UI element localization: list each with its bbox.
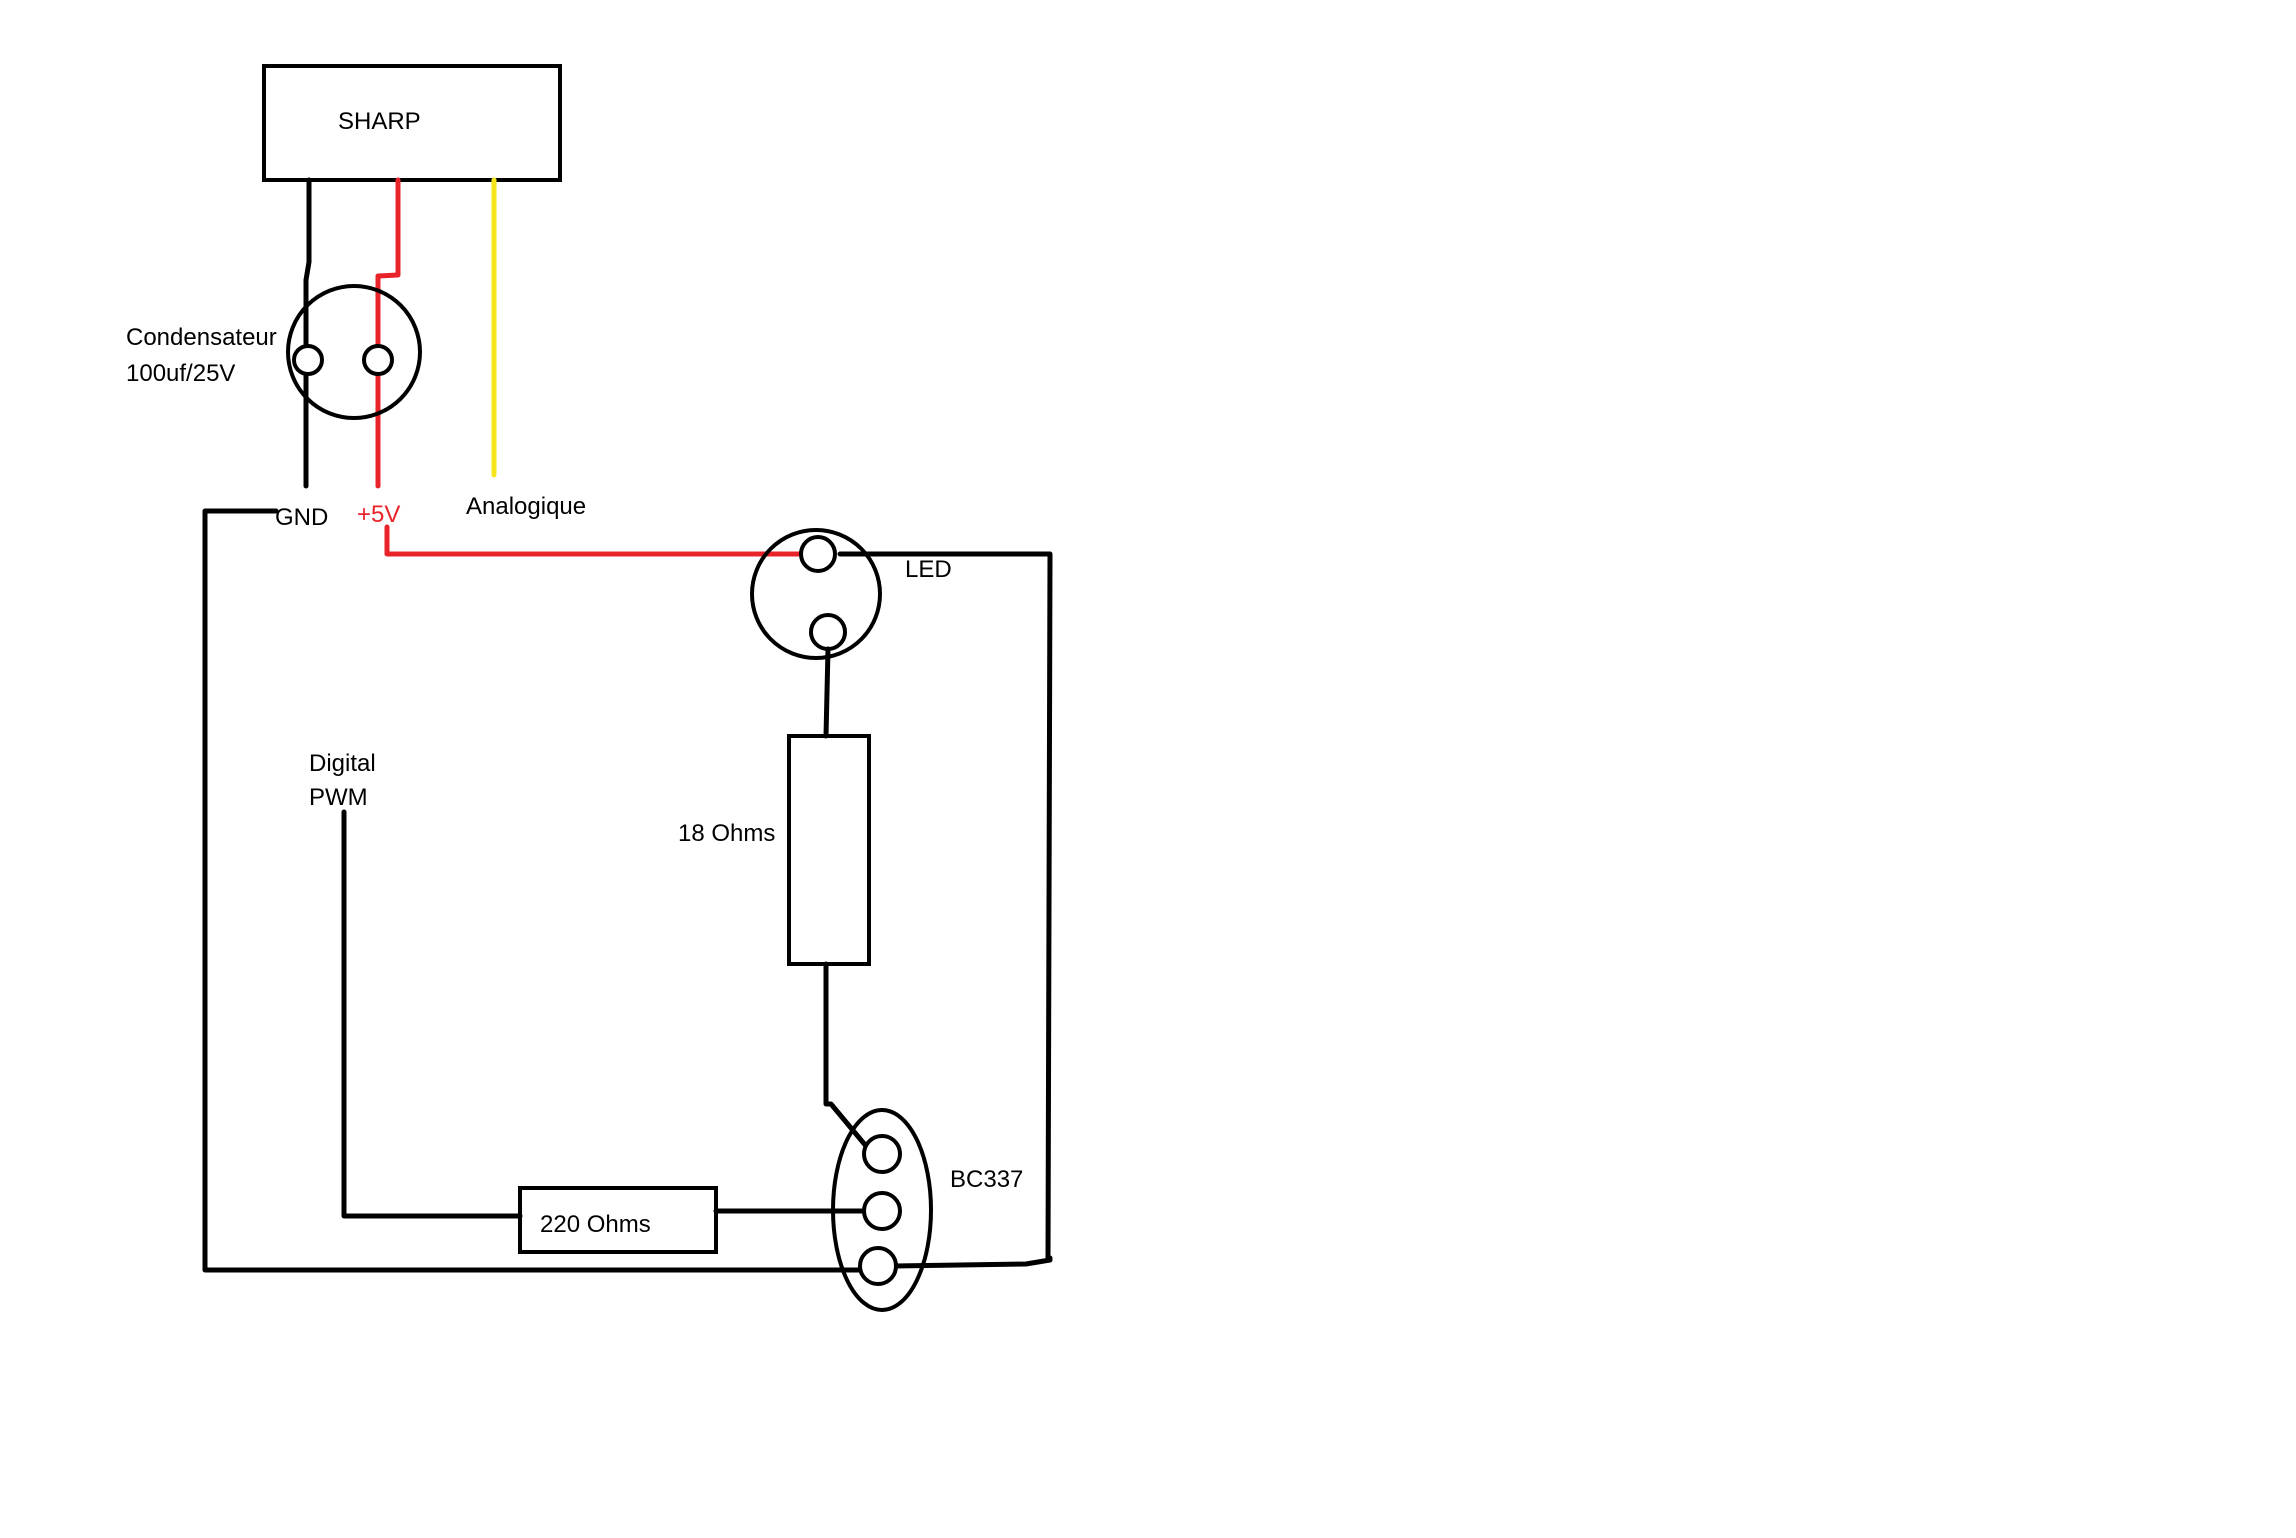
- sharp-label: SHARP: [338, 108, 421, 135]
- transistor-pin-collector: [862, 1134, 902, 1174]
- plus5v-wire-led: [384, 524, 821, 557]
- gnd-wire: [303, 177, 312, 489]
- resistor-18-ohms: [787, 734, 871, 966]
- transistor-label: BC337: [950, 1166, 1023, 1193]
- resistor-18-ohms-label: 18 Ohms: [678, 820, 775, 847]
- pwm-wire: [341, 809, 523, 1219]
- pwm-label: PWM: [309, 784, 368, 811]
- resistor-to-collector-wire: [823, 961, 869, 1149]
- led-pin-anode: [799, 535, 837, 573]
- transistor-pin-base: [862, 1191, 902, 1231]
- transistor-pin-emitter: [858, 1246, 898, 1286]
- ground-return-wire: [202, 508, 873, 1273]
- transistor-body: [831, 1108, 933, 1312]
- resistor-220-ohms-label: 220 Ohms: [540, 1211, 651, 1238]
- led-label: LED: [905, 556, 952, 583]
- plus5v-wire-sensor: [375, 177, 401, 489]
- capacitor-pin-positive: [362, 344, 394, 376]
- transistor-bc337: [831, 1108, 933, 1312]
- capacitor: [286, 284, 422, 420]
- led-pin-cathode: [809, 613, 847, 651]
- led: [750, 528, 882, 660]
- plus5v-label: +5V: [357, 501, 400, 528]
- capacitor-value-label: 100uf/25V: [126, 360, 235, 387]
- sharp-sensor: SHARP: [262, 64, 562, 182]
- analog-label: Analogique: [466, 493, 586, 520]
- capacitor-pin-negative: [292, 344, 324, 376]
- digital-label: Digital: [309, 750, 376, 777]
- gnd-label: GND: [275, 504, 328, 531]
- emitter-to-rail-wire: [891, 1257, 1053, 1269]
- resistor-220-ohms: [518, 1186, 718, 1254]
- sharp-sensor-box: [262, 64, 562, 182]
- led-body: [750, 528, 882, 660]
- capacitor-label: Condensateur: [126, 324, 277, 351]
- led-to-resistor-wire: [823, 646, 831, 739]
- capacitor-body: [286, 284, 422, 420]
